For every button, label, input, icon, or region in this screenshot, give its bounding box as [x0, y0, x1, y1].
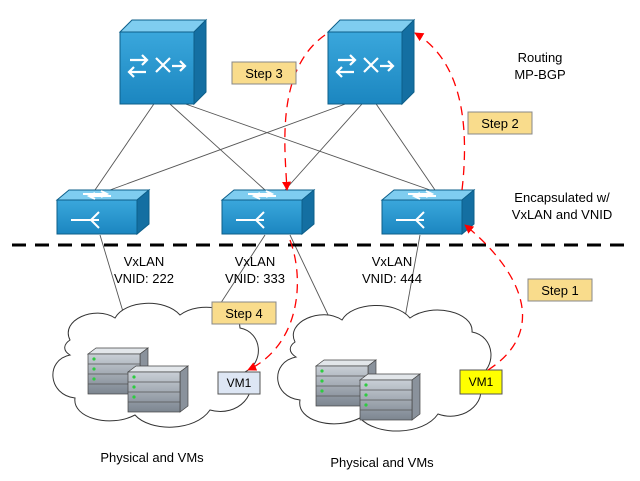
encap-label-line1: Encapsulated w/: [514, 190, 610, 205]
step2-label: Step 2: [481, 116, 519, 131]
switch-icon: [396, 190, 436, 229]
step2-box: [467, 111, 533, 135]
server-icon: [126, 365, 190, 413]
flow-arrow-step1: [464, 224, 524, 371]
flow-arrow-step4: [247, 239, 299, 371]
cloud-caption-right: Physical and VMs: [330, 455, 434, 470]
server-icon: [358, 373, 422, 421]
step4-label: Step 4: [225, 306, 263, 321]
leaf-switch-left[interactable]: [55, 188, 151, 236]
step3-box: [231, 61, 297, 85]
vm-label-right: VM1: [469, 375, 494, 389]
switch-icon: [71, 190, 111, 229]
encap-label-line2: VxLAN and VNID: [512, 207, 612, 222]
vxlan-label-right: VxLAN: [372, 254, 412, 269]
step3-label: Step 3: [245, 66, 283, 81]
vm-box-left[interactable]: [217, 371, 261, 395]
spine-router-right[interactable]: [326, 18, 416, 106]
vnid-label-middle: VNID: 333: [225, 271, 285, 286]
switch-icon: [236, 190, 276, 229]
vxlan-label-left: VxLAN: [124, 254, 164, 269]
vnid-label-right: VNID: 444: [362, 271, 422, 286]
server-rack-right: [314, 359, 422, 421]
flow-arrow-step2: [414, 32, 466, 191]
step1-box: [527, 278, 593, 302]
step4-box: [211, 301, 277, 325]
cloud-caption-left: Physical and VMs: [100, 450, 204, 465]
router-icon: [335, 54, 395, 78]
server-rack-left: [86, 347, 190, 413]
cloud-icon: [52, 302, 259, 428]
server-icon: [314, 359, 378, 407]
step1-label: Step 1: [541, 283, 579, 298]
leaf-switch-middle[interactable]: [220, 188, 316, 236]
router-icon: [127, 54, 187, 78]
leaf-switch-right[interactable]: [380, 188, 476, 236]
spine-router-left[interactable]: [118, 18, 208, 106]
mpbgp-label: MP-BGP: [514, 67, 565, 82]
vnid-label-left: VNID: 222: [114, 271, 174, 286]
packet-flow-arrows: [247, 32, 524, 371]
flow-arrow-step3: [282, 34, 326, 191]
vxlan-label-middle: VxLAN: [235, 254, 275, 269]
vm-label-left: VM1: [227, 376, 252, 390]
routing-label: Routing: [518, 50, 563, 65]
vm-box-right[interactable]: [459, 369, 503, 395]
